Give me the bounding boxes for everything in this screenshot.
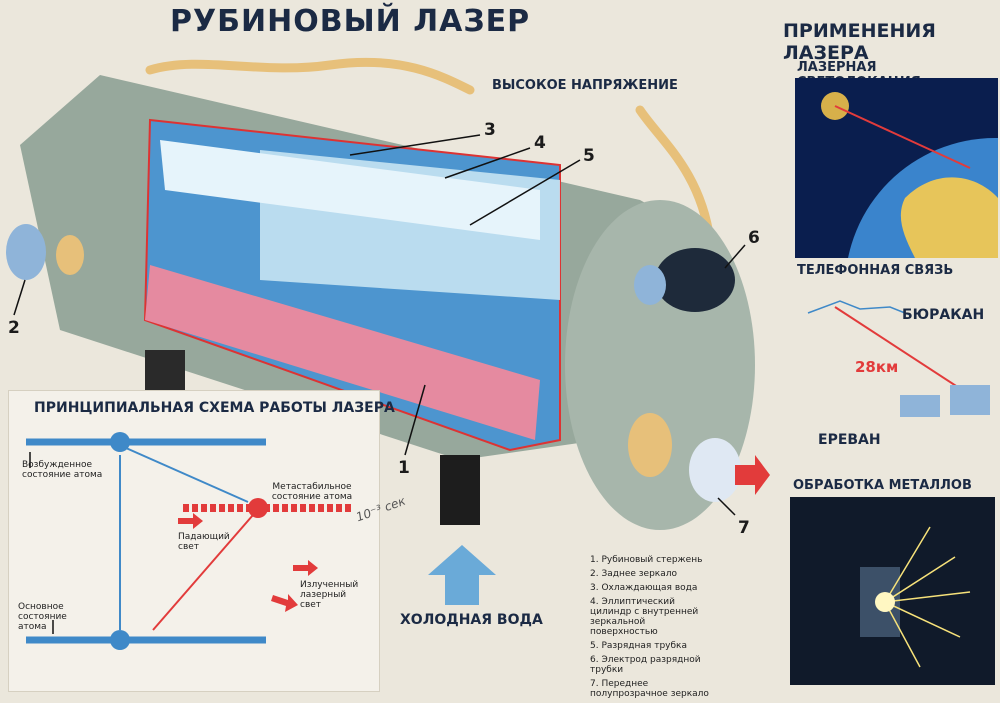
excited-node <box>110 432 130 452</box>
high-voltage-label: ВЫСОКОЕ НАПРЯЖЕНИЕ <box>492 78 678 93</box>
phone-label: ТЕЛЕФОННАЯ СВЯЗЬ <box>797 263 954 278</box>
earth-continent <box>900 177 998 258</box>
front-mirror-mount <box>628 413 672 477</box>
legend-item-1: 1. Рубиновый стержень <box>590 555 703 565</box>
rear-mirror-mount <box>56 235 84 275</box>
emitted-light-label: Излученный лазерный свет <box>300 580 359 610</box>
legend-item-6: 6. Электрод разрядной трубки <box>590 655 701 675</box>
stimulated-emission-arrow <box>152 514 254 631</box>
emitted-light-arrow-1 <box>293 560 318 576</box>
high-voltage-cable-left <box>145 57 475 95</box>
laser-ray-moon <box>834 105 971 169</box>
excited-state-label: Возбужденное состояние атома <box>22 460 103 480</box>
poster-title: РУБИНОВЫЙ ЛАЗЕР <box>170 4 531 39</box>
yerevan-buildings-2 <box>900 395 940 417</box>
electrode-knob <box>655 248 735 312</box>
applications-title: ПРИМЕНЕНИЯ ЛАЗЕРА <box>783 20 936 64</box>
support-foot-left <box>145 350 185 390</box>
relaxation-arrow <box>125 447 249 503</box>
mountain-outline <box>807 300 911 316</box>
ruby-rod <box>145 265 540 440</box>
callout-7: 7 <box>738 518 750 538</box>
metastable-state-label: Метастабильное состояние атома <box>271 482 353 502</box>
discharge-tube <box>160 140 540 240</box>
sparks <box>884 526 971 668</box>
front-mirror <box>689 438 741 502</box>
yerevan-label: ЕРЕВАН <box>818 432 881 448</box>
rear-mirror <box>6 224 46 280</box>
callout-lines <box>13 134 746 516</box>
high-voltage-cable-right <box>635 105 715 245</box>
callout-6: 6 <box>748 228 760 248</box>
ground-node <box>110 630 130 650</box>
ground-state-label: Основное состояние атома <box>18 602 67 632</box>
callout-1: 1 <box>398 458 410 478</box>
legend-item-5: 5. Разрядная трубка <box>590 641 687 651</box>
emitted-light-arrow-2 <box>271 594 298 612</box>
parts-legend: 1. Рубиновый стержень 2. Заднее зеркало … <box>590 555 710 703</box>
legend-item-2: 2. Заднее зеркало <box>590 569 678 579</box>
callout-5: 5 <box>583 146 595 166</box>
legend-item-3: 3. Охлаждающая вода <box>590 583 698 593</box>
electrode-base <box>634 265 666 305</box>
water-inlet-pipe <box>440 455 480 525</box>
distance-label: 28км <box>855 358 899 376</box>
metastable-node <box>248 498 268 518</box>
cold-water-arrow <box>428 545 496 605</box>
callout-2: 2 <box>8 318 20 338</box>
light-location-image <box>795 78 998 258</box>
telephone-link-image <box>807 300 990 417</box>
metal-label: ОБРАБОТКА МЕТАЛЛОВ <box>793 478 972 493</box>
incident-light-arrow <box>178 513 203 529</box>
energy-scheme-diagram <box>26 432 353 650</box>
legend-item-7: 7. Переднее полупрозрачное зеркало <box>590 679 709 699</box>
callout-3: 3 <box>484 120 496 140</box>
legend-item-4: 4. Эллиптический цилиндр с внутренней зе… <box>590 597 699 637</box>
laser-link-ray <box>834 306 971 396</box>
byurakan-label: БЮРАКАН <box>902 307 985 323</box>
callout-4: 4 <box>534 133 546 153</box>
laser-beam-arrow <box>735 455 770 495</box>
scheme-title: ПРИНЦИПИАЛЬНАЯ СХЕМА РАБОТЫ ЛАЗЕРА <box>34 400 395 416</box>
metal-processing-image <box>790 497 995 685</box>
incident-light-label: Падающий свет <box>178 532 230 552</box>
yerevan-buildings <box>950 385 990 415</box>
cold-water-label: ХОЛОДНАЯ ВОДА <box>400 612 543 628</box>
spark-center <box>875 592 895 612</box>
